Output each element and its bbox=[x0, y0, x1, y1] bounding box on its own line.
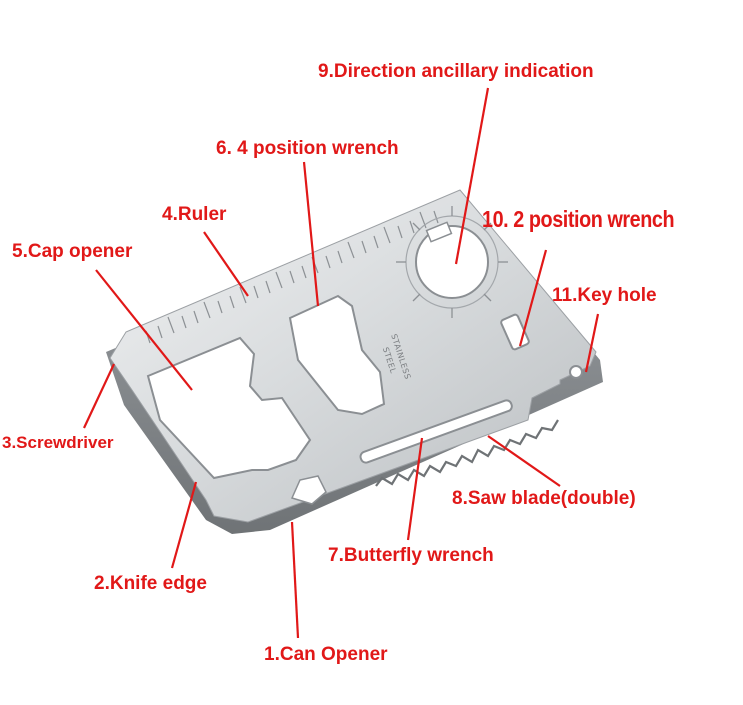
label-cap-opener: 5.Cap opener bbox=[12, 241, 133, 262]
pointer-four-position-wrench bbox=[302, 161, 320, 307]
pointer-knife-edge bbox=[170, 481, 198, 569]
cap-opener-cutout bbox=[146, 336, 312, 480]
direction-dial bbox=[396, 206, 508, 318]
label-saw-blade: 8.Saw blade(double) bbox=[452, 488, 636, 509]
pointer-screwdriver bbox=[83, 363, 115, 429]
pointer-saw-blade bbox=[487, 435, 561, 487]
pointer-key-hole bbox=[584, 313, 600, 373]
key-hole bbox=[569, 365, 583, 379]
four-position-wrench-cutout bbox=[288, 294, 386, 416]
pointer-ruler bbox=[203, 231, 249, 297]
pointer-lines bbox=[83, 87, 600, 639]
label-four-position-wrench: 6. 4 position wrench bbox=[216, 138, 399, 159]
label-screwdriver: 3.Screwdriver bbox=[2, 433, 114, 452]
butterfly-wrench-cutout bbox=[359, 399, 513, 464]
label-direction-indication: 9.Direction ancillary indication bbox=[318, 61, 594, 82]
label-two-position-wrench: 10. 2 position wrench bbox=[482, 206, 675, 232]
pointer-cap-opener bbox=[95, 269, 193, 391]
pointer-butterfly-wrench bbox=[406, 437, 424, 541]
pointer-can-opener bbox=[290, 521, 300, 639]
label-can-opener: 1.Can Opener bbox=[264, 644, 388, 665]
label-butterfly-wrench: 7.Butterfly wrench bbox=[328, 545, 494, 566]
saw-teeth bbox=[375, 419, 559, 487]
label-ruler: 4.Ruler bbox=[162, 204, 227, 225]
pointer-two-position-wrench bbox=[518, 249, 548, 347]
can-opener-notch bbox=[290, 475, 327, 505]
ruler-ticks bbox=[145, 210, 439, 344]
pointer-direction-indication bbox=[454, 87, 490, 265]
label-key-hole: 11.Key hole bbox=[552, 285, 657, 306]
label-knife-edge: 2.Knife edge bbox=[94, 573, 207, 594]
